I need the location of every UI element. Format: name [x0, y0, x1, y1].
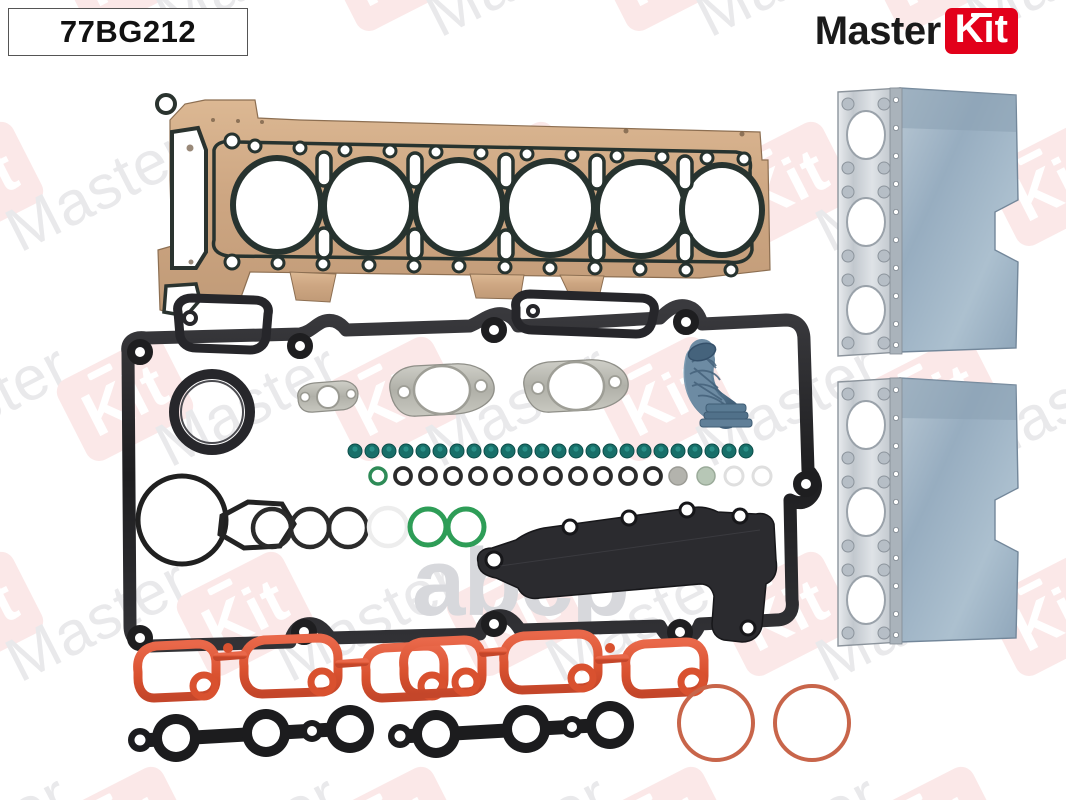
crankcase-breather-elbow — [683, 339, 753, 429]
sku-badge: 77BG212 — [8, 8, 248, 56]
intake-port-gasket-black — [128, 701, 634, 762]
o-ring-large-black — [135, 473, 229, 567]
o-ring-row-small — [368, 465, 773, 487]
o-ring-medium-set — [250, 505, 487, 550]
valve-stem-seals — [347, 443, 754, 459]
cylinder-head-gasket — [155, 93, 771, 318]
small-flange-gasket — [297, 380, 359, 413]
hexagonal-gasket — [217, 499, 297, 551]
brand-master-text: Master — [814, 8, 941, 53]
large-o-ring-orange — [677, 684, 851, 762]
brand-logo: Master Kit — [815, 8, 1018, 54]
sku-text: 77BG212 — [59, 14, 197, 49]
brand-kit-badge: Kit — [944, 8, 1018, 54]
kit-accent-bar — [970, 13, 991, 17]
exhaust-manifold-gasket-upper — [837, 87, 1019, 357]
exhaust-flange-gasket — [389, 359, 629, 417]
camshaft-seal — [169, 369, 255, 455]
exhaust-manifold-gasket-lower — [837, 377, 1019, 647]
